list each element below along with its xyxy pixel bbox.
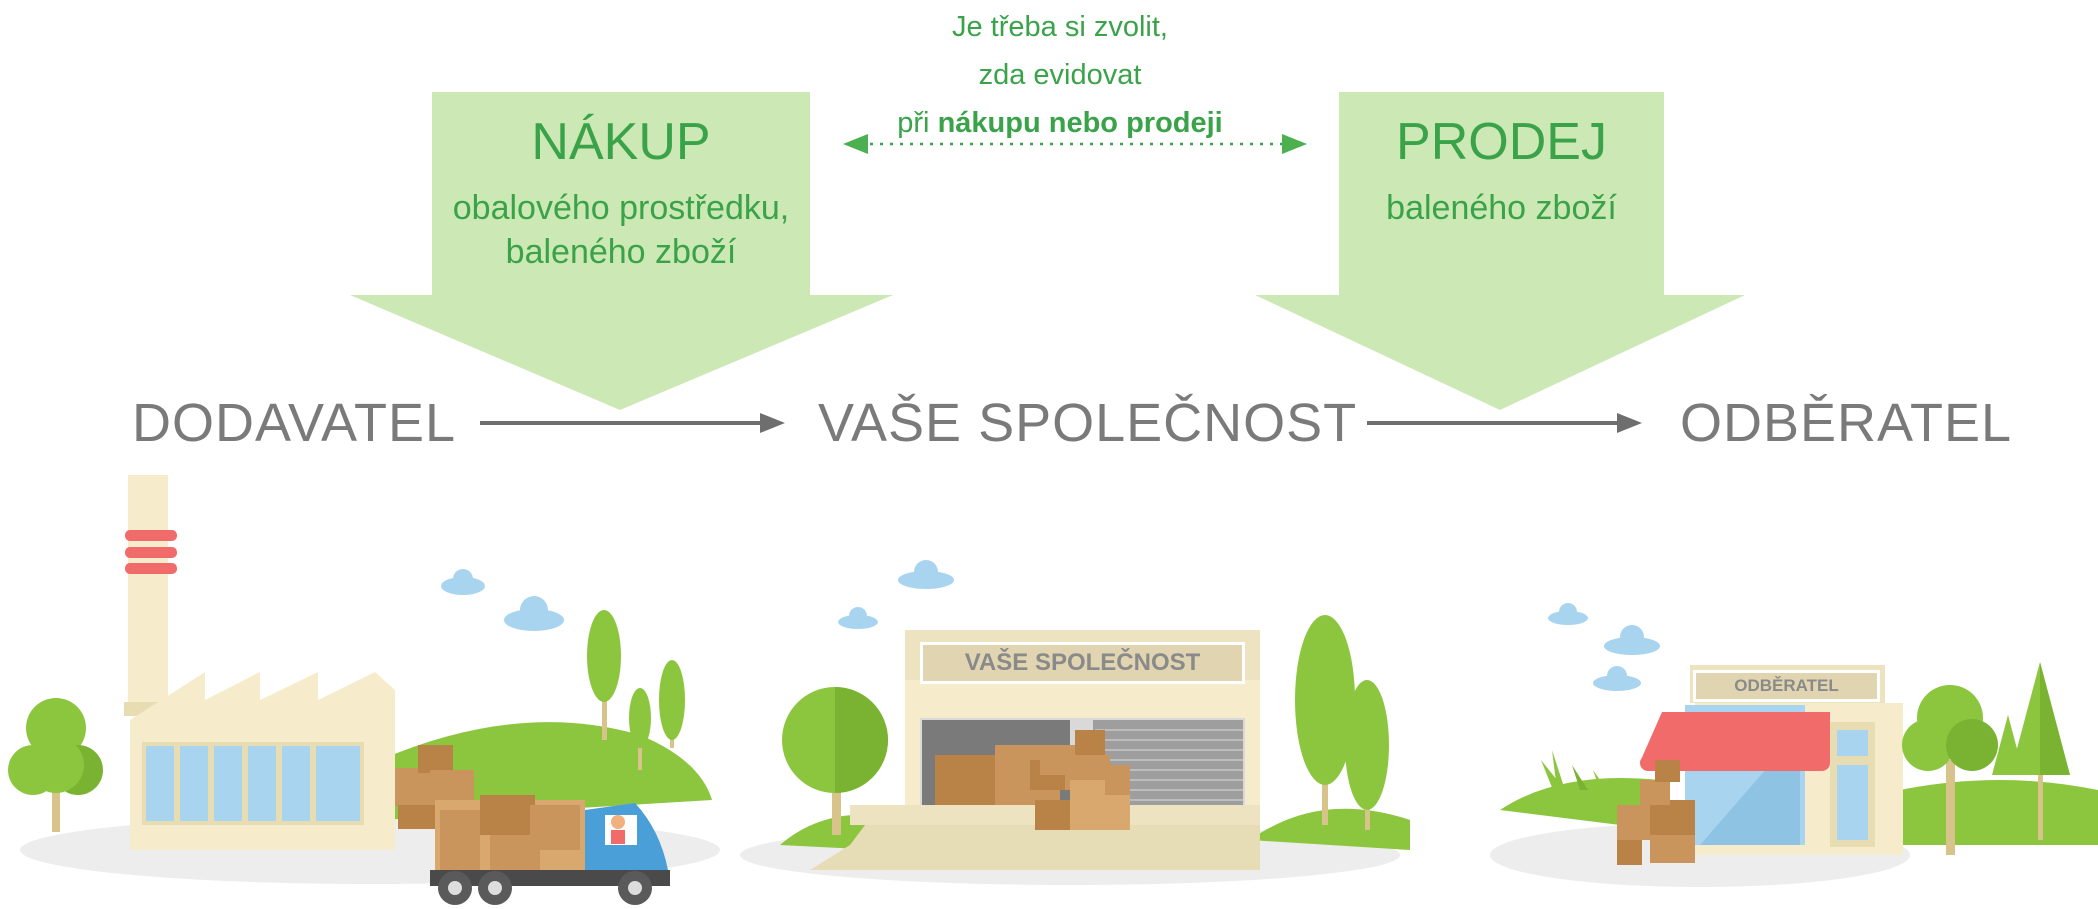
choice-note: Je třeba si zvolit, zda evidovat při nák… [800,3,1320,147]
choice-note-line3: při nákupu nebo prodeji [800,99,1320,147]
choice-double-arrow [843,134,1307,154]
sale-sub-line1: baleného zboží [1386,189,1617,227]
purchase-subtitle: obalového prostředku, baleného zboží [410,186,832,274]
shop-scene [1490,603,2098,887]
sale-subtitle: baleného zboží [1339,186,1664,230]
customer-label: ODBĚRATEL [1680,393,2013,453]
factory-scene [8,475,720,905]
company-label: VAŠE SPOLEČNOST [818,393,1358,453]
supplier-label: DODAVATEL [132,393,457,453]
warehouse-sign: VAŠE SPOLEČNOST [920,642,1245,684]
warehouse-scene [740,560,1410,885]
purchase-title: NÁKUP [531,113,711,171]
flow-arrow-1 [480,413,785,433]
choice-note-prefix: při [897,107,938,139]
flow-arrow-2 [1367,413,1642,433]
choice-note-bold: nákupu nebo prodeji [937,107,1223,139]
sale-arrow [1255,92,1745,410]
purchase-sub-line1: obalového prostředku, [452,189,790,227]
choice-note-line1: Je třeba si zvolit, [952,11,1168,43]
purchase-arrow [350,92,893,410]
shop-sign: ODBĚRATEL [1693,670,1880,702]
choice-note-line2: zda evidovat [978,59,1142,91]
sale-title: PRODEJ [1396,113,1607,171]
purchase-sub-line2: baleného zboží [505,233,737,271]
